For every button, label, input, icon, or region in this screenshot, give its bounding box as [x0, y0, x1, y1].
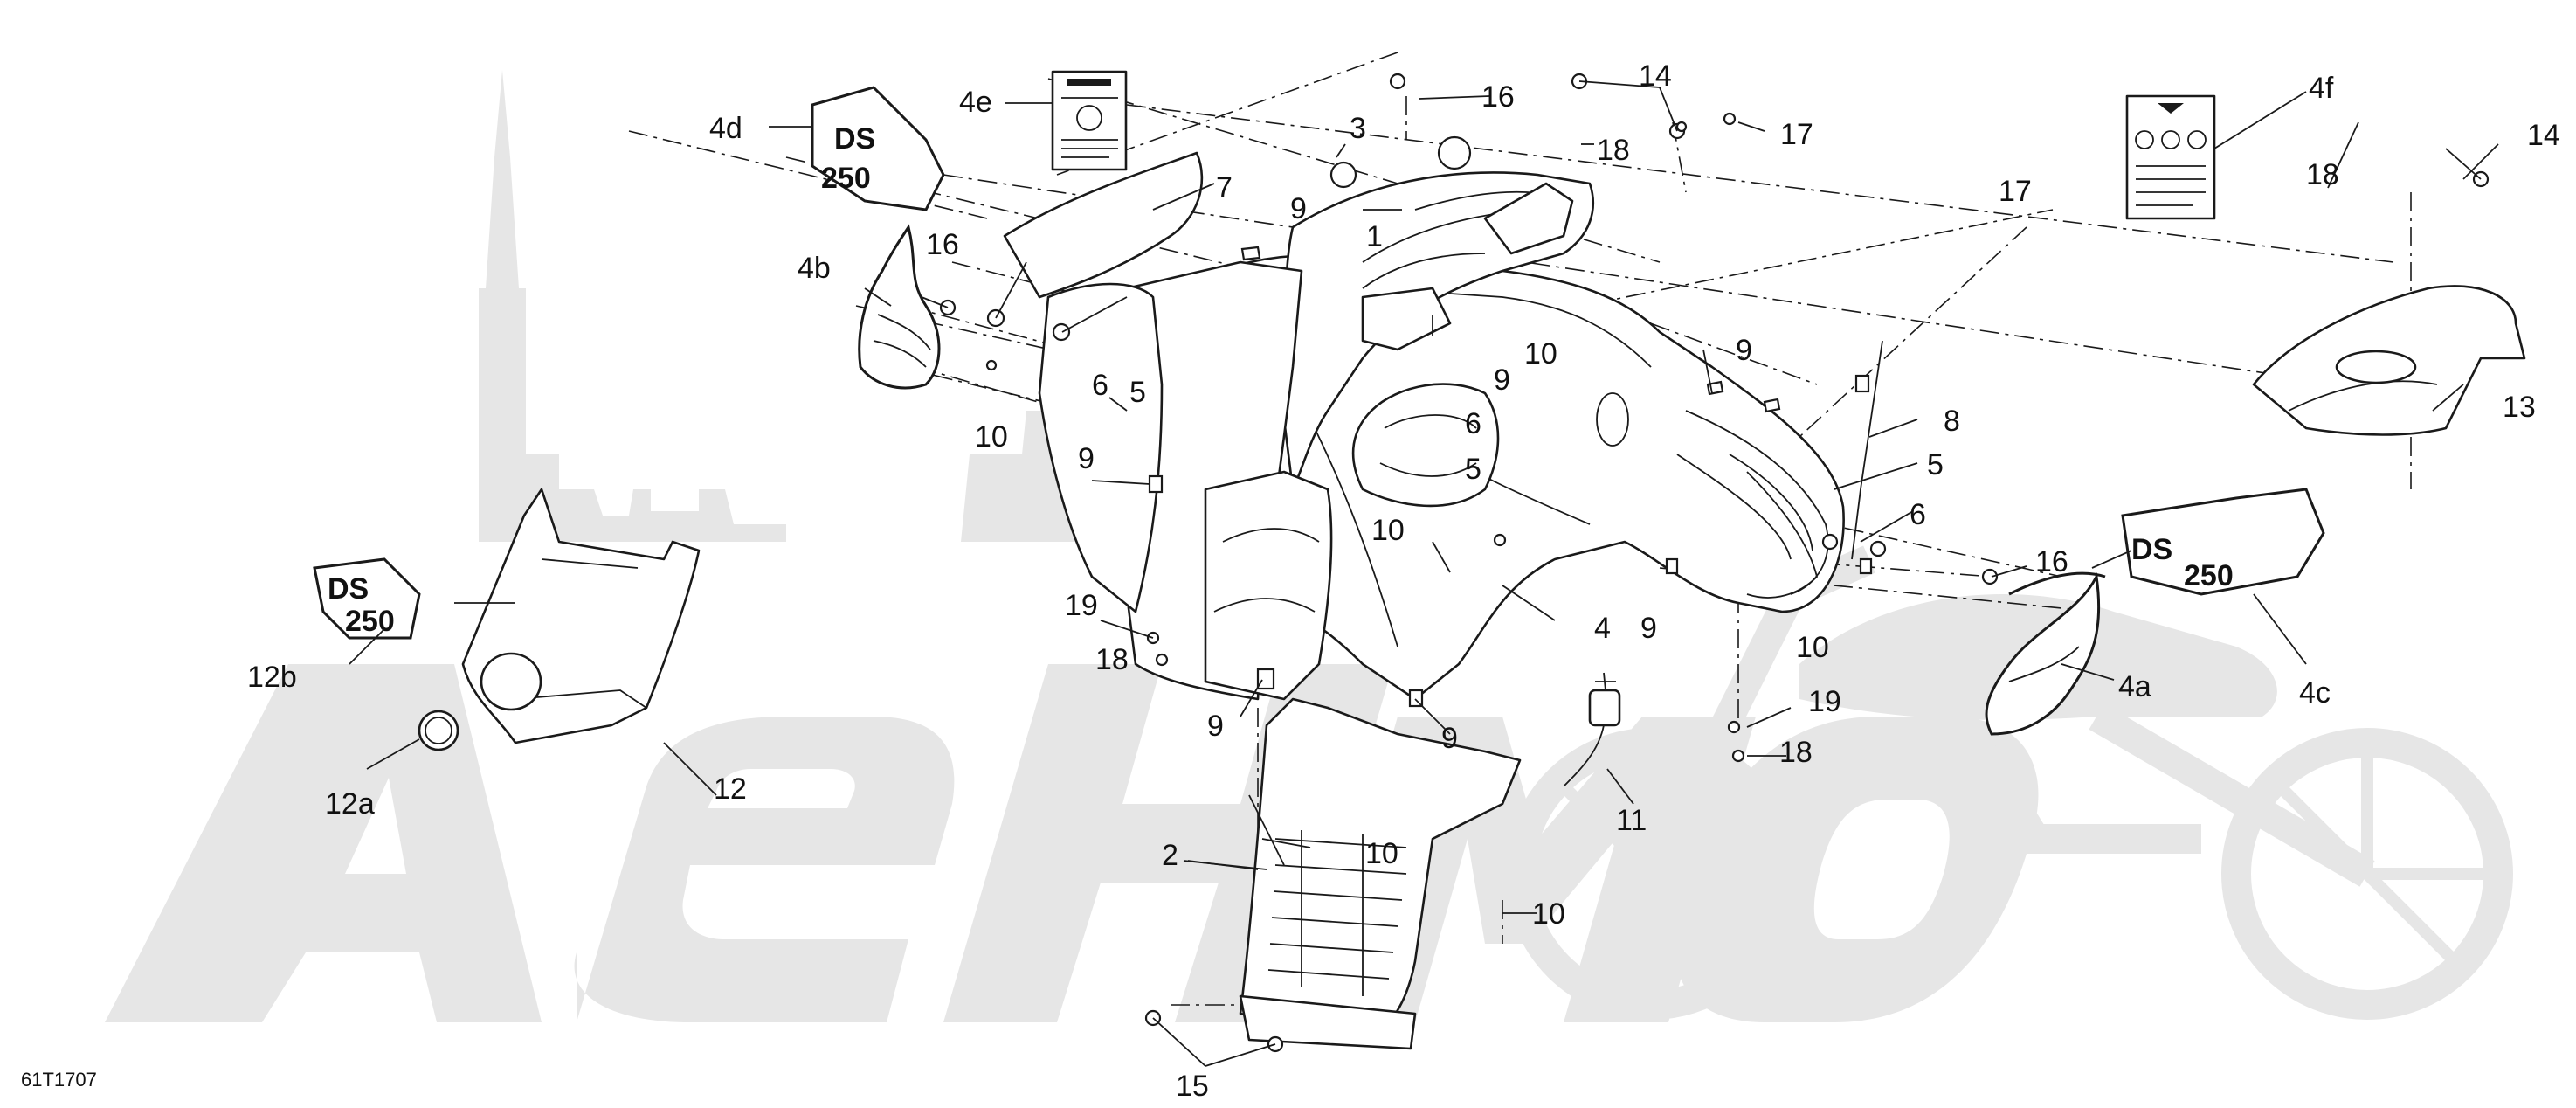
callout-18-left: 18 — [1095, 643, 1129, 676]
callout-4f: 4f — [2309, 72, 2334, 105]
watermark — [105, 70, 2513, 1022]
watermark-rear-wheel — [2221, 728, 2513, 1020]
callout-5-right: 5 — [1927, 448, 1944, 481]
callout-16-right: 16 — [2035, 545, 2068, 578]
panel-7-trim — [1003, 151, 1204, 299]
left-side-panel — [1038, 282, 1164, 613]
callout-4: 4 — [1594, 612, 1611, 645]
hardware — [939, 73, 2490, 1053]
callout-10-left: 10 — [975, 420, 1008, 454]
callout-13: 13 — [2503, 391, 2536, 424]
callout-9-right: 9 — [1736, 334, 1752, 367]
callout-17-right: 17 — [1999, 175, 2032, 208]
callout-10-right: 10 — [1796, 631, 1829, 664]
flame-decal-right — [1985, 571, 2106, 736]
callout-11: 11 — [1616, 804, 1647, 837]
decal-4c-cc: 250 — [2184, 559, 2234, 592]
callout-8: 8 — [1944, 405, 1960, 438]
watermark-letter-e — [574, 717, 955, 1022]
warning-label-4e — [1051, 70, 1128, 171]
callout-14-right: 14 — [2527, 119, 2560, 152]
callout-labels: 1 2 3 4 4a 4b 4c 4d 4e 4f 5 5 5 6 6 6 7 … — [21, 59, 2560, 1103]
headlight-bucket — [1351, 383, 1500, 508]
callout-15: 15 — [1176, 1070, 1209, 1103]
callout-16-left: 16 — [926, 228, 959, 261]
callout-18-top: 18 — [1597, 134, 1630, 167]
callout-6-center: 6 — [1465, 407, 1481, 440]
callout-5-left: 5 — [1129, 376, 1146, 409]
callout-6-left: 6 — [1092, 369, 1108, 402]
decal-4d-cc: 250 — [821, 162, 871, 195]
callout-16-top: 16 — [1481, 80, 1515, 114]
callout-4d: 4d — [709, 112, 742, 145]
callout-5-center: 5 — [1465, 453, 1481, 486]
callout-9-center: 9 — [1494, 364, 1510, 397]
callout-4b: 4b — [798, 252, 831, 285]
callout-10-mid: 10 — [1371, 514, 1405, 547]
callout-12a: 12a — [325, 787, 375, 821]
callout-18-lower: 18 — [1779, 736, 1813, 769]
callout-9-top: 9 — [1290, 192, 1307, 225]
callout-4e: 4e — [959, 86, 992, 119]
warning-label-4f — [2125, 94, 2216, 220]
diagram-code: 61T1707 — [21, 1069, 97, 1091]
callout-10-center: 10 — [1524, 337, 1557, 370]
callout-4c: 4c — [2299, 676, 2331, 710]
decal-12b-ds: DS — [328, 572, 369, 606]
callout-9-lower: 9 — [1441, 722, 1458, 755]
console-bracket — [1361, 287, 1452, 351]
decal-4c: DS 250 — [2121, 488, 2325, 596]
callout-3: 3 — [1350, 112, 1366, 145]
callout-12b: 12b — [247, 661, 297, 694]
callout-12: 12 — [714, 772, 747, 806]
watermark-skyline — [479, 70, 651, 542]
leader-lines — [349, 80, 2499, 1067]
wiring-harness — [1563, 672, 1621, 787]
decal-4d: DS 250 — [811, 86, 945, 211]
callout-19-left: 19 — [1065, 589, 1098, 622]
decal-4c-ds: DS — [2131, 533, 2172, 566]
callout-6-right: 6 — [1910, 498, 1926, 531]
callout-18-right: 18 — [2306, 158, 2339, 191]
callout-1: 1 — [1366, 220, 1383, 253]
decal-12b-cc: 250 — [345, 605, 395, 638]
grille-slats — [1267, 830, 1407, 996]
callout-10-grille: 10 — [1365, 837, 1398, 870]
callout-10-lower: 10 — [1532, 897, 1565, 931]
callout-9-left: 9 — [1078, 442, 1095, 475]
callout-9-fender: 9 — [1640, 612, 1657, 645]
headlight-lens — [480, 652, 542, 711]
parts: DS 250 DS 250 DS 250 — [313, 70, 2526, 1053]
steering-cover — [1483, 182, 1574, 255]
callout-19-right: 19 — [1808, 685, 1841, 718]
watermark-letter-a — [105, 664, 542, 1022]
decal-12b: DS 250 — [313, 557, 421, 640]
callout-9-grille: 9 — [1207, 710, 1224, 743]
callout-7: 7 — [1216, 171, 1233, 204]
callout-4a: 4a — [2118, 670, 2151, 703]
skid-plate — [1239, 994, 1417, 1050]
decal-4d-ds: DS — [834, 122, 875, 156]
flame-decal-left — [858, 224, 941, 390]
callout-17-top: 17 — [1780, 118, 1813, 151]
callout-2: 2 — [1162, 839, 1178, 872]
watermark-front-wheel — [1505, 728, 1797, 1020]
callout-14-center: 14 — [1639, 59, 1672, 93]
